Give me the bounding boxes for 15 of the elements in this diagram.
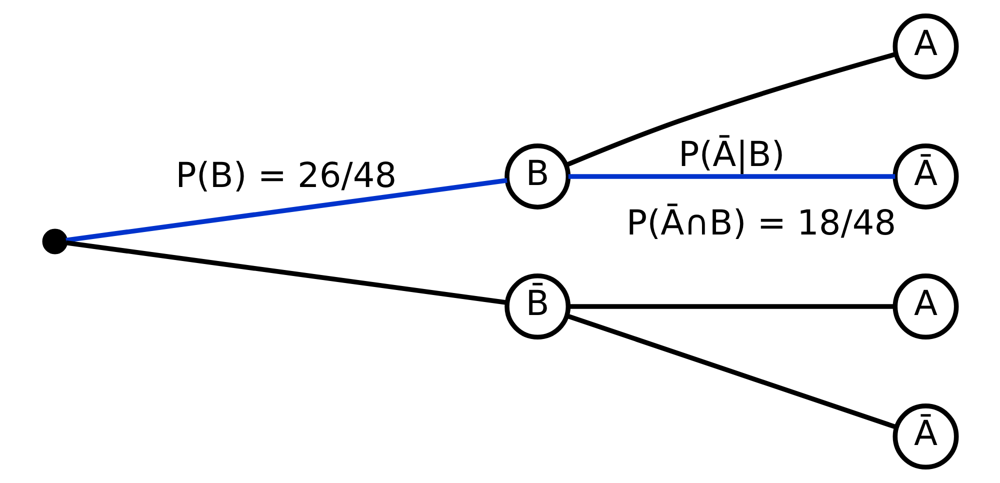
connector [565,52,896,168]
node-circle: Ā [892,144,958,210]
node-circle: Ā [892,404,958,470]
connector [566,314,897,430]
node-circle: B̄ [504,274,570,340]
node-circle [42,228,68,254]
node-circle: B [504,144,570,210]
connector [568,174,895,179]
node-circle: A [892,13,958,80]
connector [65,240,507,305]
edge-label: P(Ā|B) [678,134,784,175]
connector [65,178,507,243]
edge-label: P(B) = 26/48 [175,156,396,196]
node-circle: A [892,274,958,340]
connector [568,304,895,309]
